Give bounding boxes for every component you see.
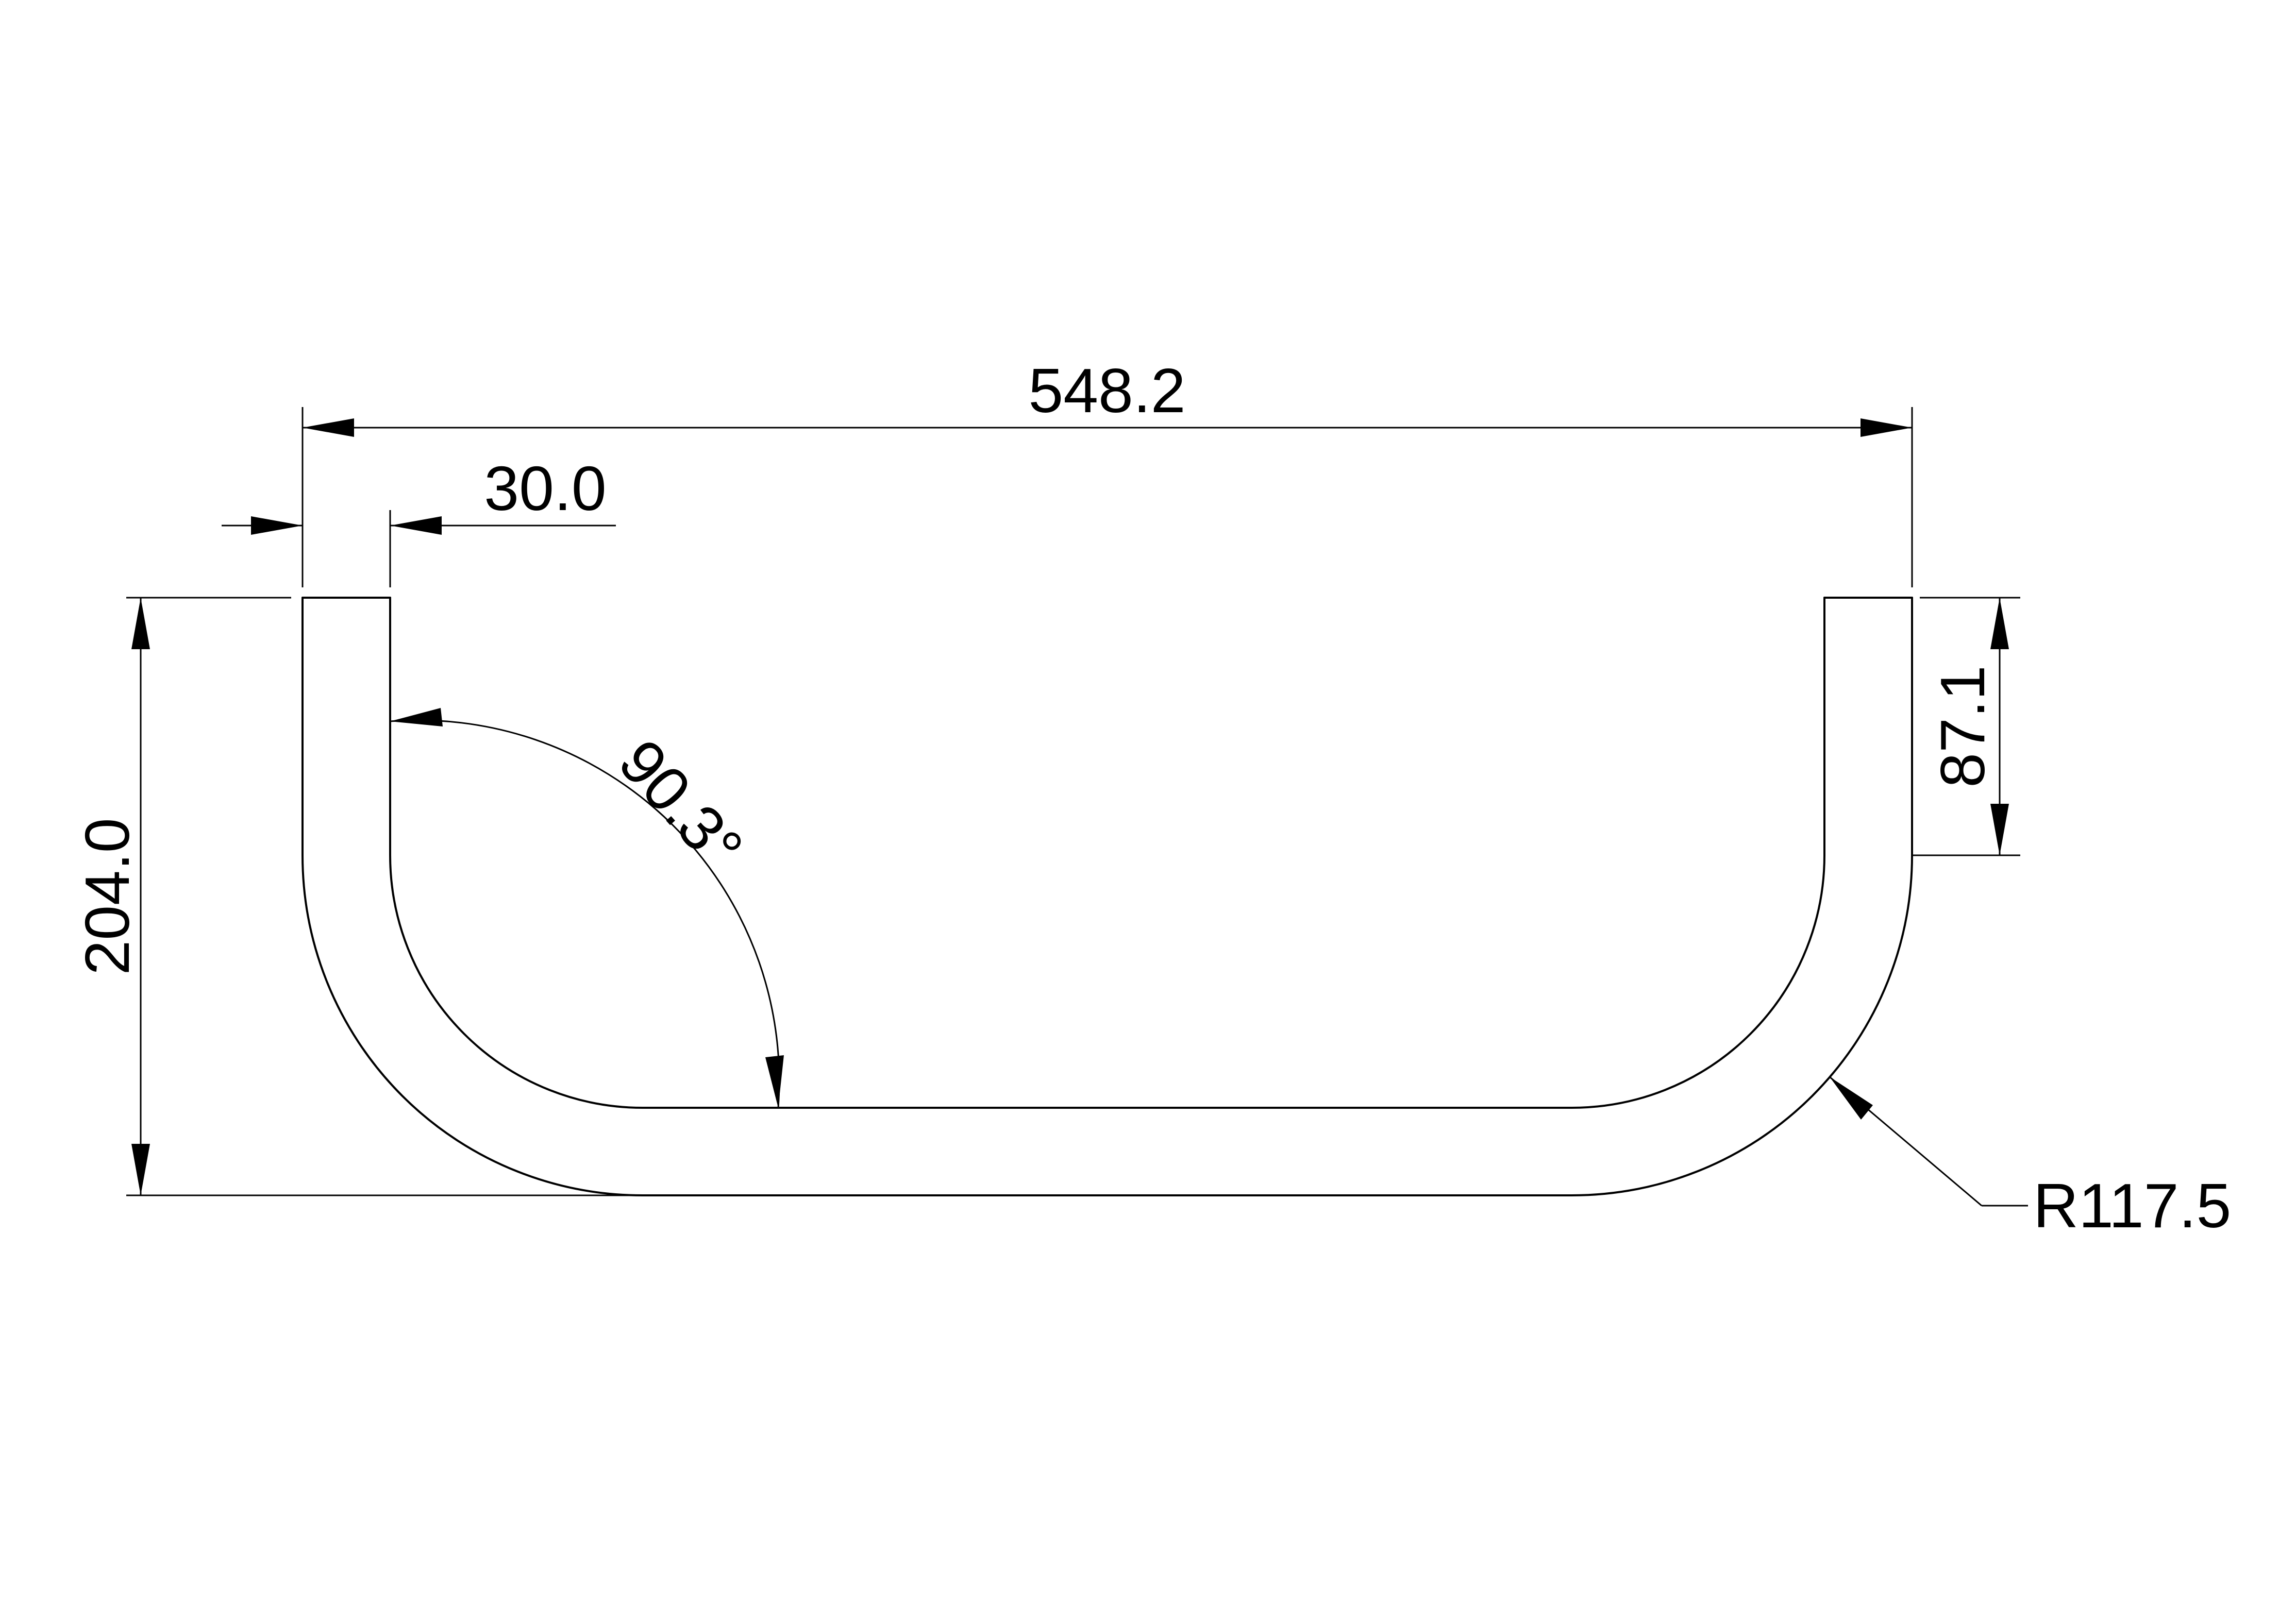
dim-straight-leg: 87.1 (1912, 597, 2020, 856)
dim-text-straight-leg: 87.1 (1928, 665, 1998, 787)
arrowhead-left (303, 418, 354, 437)
arrowhead-bottom (1990, 804, 2009, 855)
arrowhead-end (765, 1055, 784, 1108)
dim-overall-height: 204.0 (72, 597, 643, 1196)
arrowhead-top (131, 598, 150, 649)
dim-text-wall-thickness: 30.0 (484, 453, 606, 523)
profile-inner-contour (389, 597, 1825, 1109)
arrowhead-right (1861, 418, 1912, 437)
dim-text-overall-height: 204.0 (72, 818, 142, 975)
profile-outer-contour (301, 597, 1913, 1196)
dim-wall-thickness: 30.0 (222, 453, 616, 587)
arrowhead-right (390, 516, 442, 535)
dim-text-bend-radius: R117.5 (2033, 1171, 2231, 1241)
arrowhead-bottom (131, 1144, 150, 1195)
arrowhead-left (251, 516, 303, 535)
dim-text-bend-angle: 90.3° (606, 726, 757, 883)
dim-bend-angle: 90.3° (390, 708, 784, 1108)
radius-arrowhead (1830, 1077, 1873, 1120)
dim-overall-width: 548.2 (301, 356, 1913, 587)
dim-text-overall-width: 548.2 (1028, 356, 1185, 426)
angle-arc (390, 719, 780, 1108)
dim-bend-radius: R117.5 (1829, 1076, 2231, 1241)
arrowhead-top (1990, 598, 2009, 649)
arrowhead-start (390, 708, 443, 726)
